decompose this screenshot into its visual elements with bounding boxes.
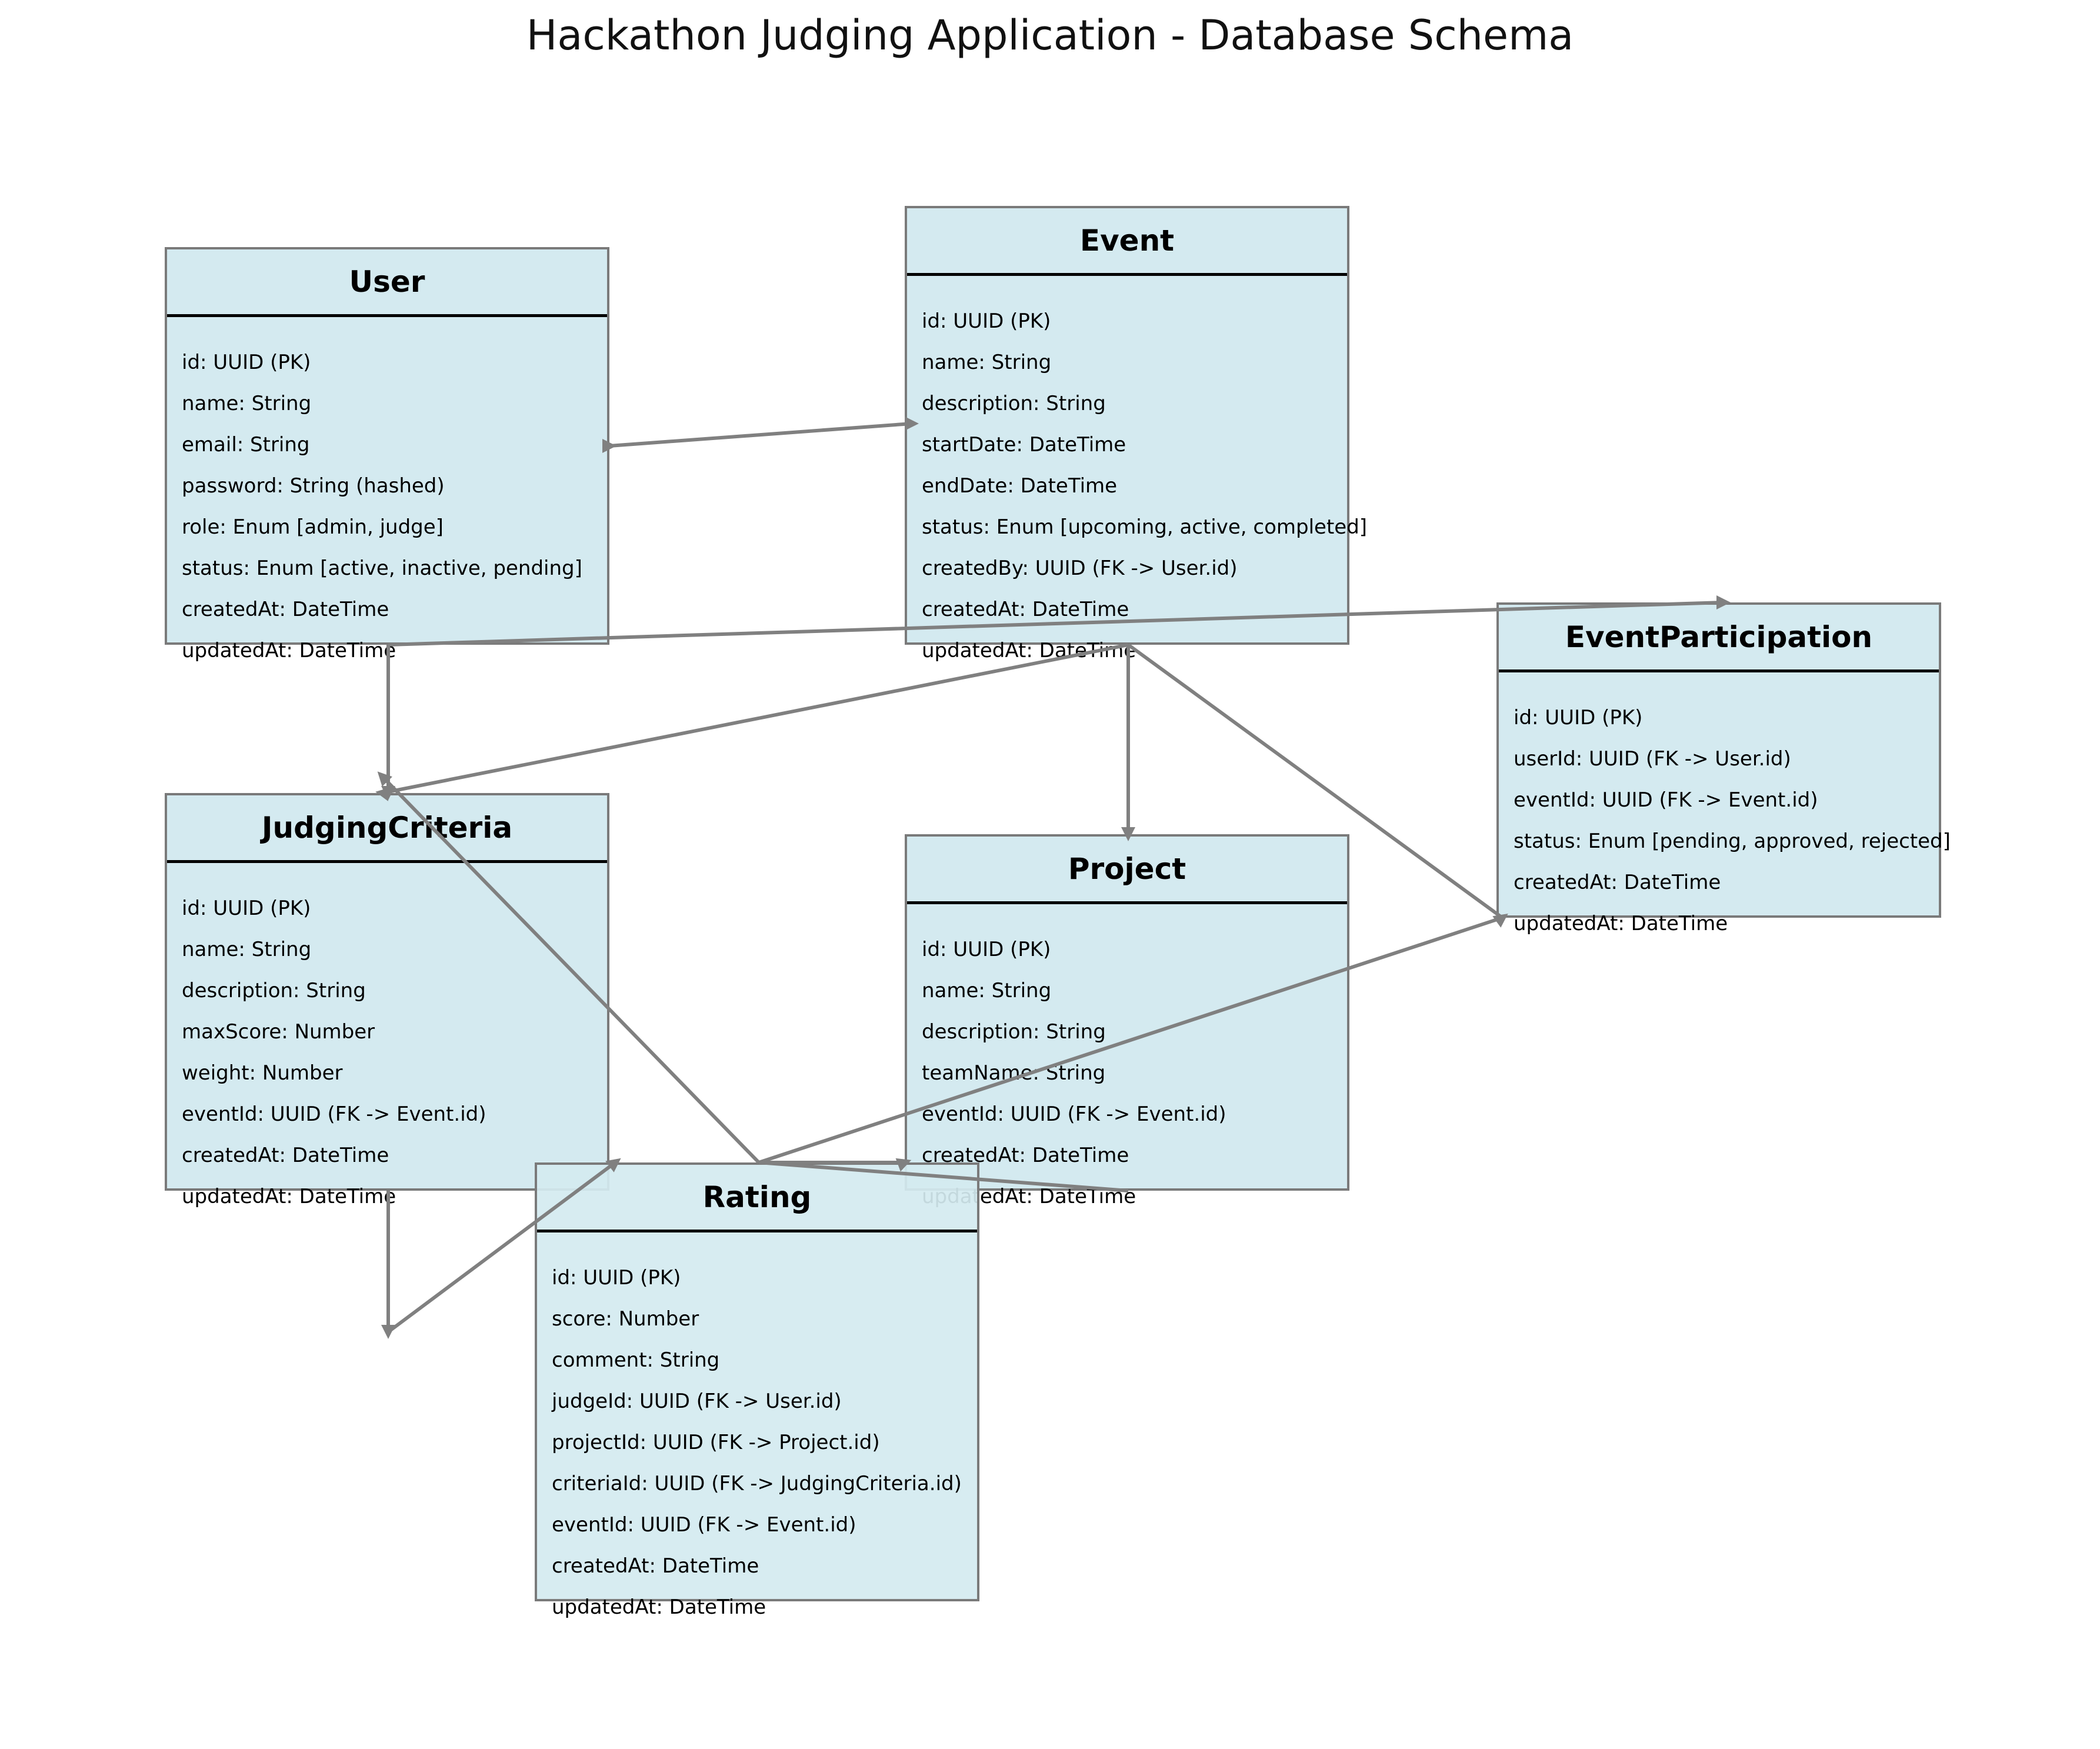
entity-field: id: UUID (PK) [922, 309, 1051, 333]
entity-field: createdAt: DateTime [1514, 871, 1721, 894]
relationship-line [387, 1161, 616, 1334]
entity-field: role: Enum [admin, judge] [182, 515, 444, 539]
entity-field: createdBy: UUID (FK -> User.id) [922, 557, 1238, 580]
entity-title: User [167, 249, 607, 317]
entity-field: comment: String [552, 1348, 720, 1372]
entity-field: startDate: DateTime [922, 433, 1126, 457]
entity-title: Event [907, 208, 1347, 276]
entity-field: email: String [182, 433, 310, 457]
entity-rating: Rating id: UUID (PK) score: Number comment… [535, 1162, 979, 1619]
entity-field: projectId: UUID (FK -> Project.id) [552, 1431, 880, 1454]
entity-field: status: Enum [pending, approved, rejecte… [1514, 829, 1951, 853]
arrowhead [905, 417, 919, 431]
arrowhead [605, 1158, 621, 1172]
diagram-title: Hackathon Judging Application - Database… [526, 11, 1574, 59]
field-list: id: UUID (PK) userId: UUID (FK -> User.id… [1499, 672, 1951, 944]
entity-field: weight: Number [182, 1061, 343, 1085]
entity-event-participation: EventParticipation id: UUID (PK) userId: … [1496, 602, 1951, 935]
relationship-line [388, 601, 1724, 647]
entity-field: score: Number [552, 1307, 699, 1331]
entity-title: JudgingCriteria [167, 795, 607, 863]
entity-field: status: Enum [upcoming, active, complete… [922, 515, 1368, 539]
entity-field: createdAt: DateTime [182, 598, 389, 621]
entity-field: eventId: UUID (FK -> Event.id) [552, 1513, 856, 1537]
relationship-line [382, 643, 1129, 795]
entity-project: Project id: UUID (PK) name: String descrip… [905, 834, 1349, 1208]
entity-field: teamName: String [922, 1061, 1106, 1085]
entity-field: id: UUID (PK) [182, 897, 311, 920]
relationship-line [1127, 643, 1504, 920]
arrowhead [377, 771, 392, 787]
entity-user: User id: UUID (PK) name: String email: Str… [165, 247, 609, 662]
entity-field: id: UUID (PK) [552, 1266, 681, 1290]
entity-field: eventId: UUID (FK -> Event.id) [922, 1102, 1226, 1126]
entity-judging-criteria: JudgingCriteria id: UUID (PK) name: Strin… [165, 793, 609, 1208]
entity-field: password: String (hashed) [182, 474, 445, 498]
entity-field: name: String [182, 938, 312, 961]
entity-field: eventId: UUID (FK -> Event.id) [1514, 788, 1818, 812]
entity-field: createdAt: DateTime [182, 1144, 389, 1167]
entity-field: updatedAt: DateTime [1514, 912, 1728, 935]
field-list: id: UUID (PK) name: String description: St… [167, 863, 607, 1217]
relationship-line [609, 422, 912, 448]
entity-field: description: String [922, 392, 1106, 415]
entity-field: endDate: DateTime [922, 474, 1118, 498]
field-list: id: UUID (PK) name: String description: St… [907, 276, 1368, 671]
entity-field: userId: UUID (FK -> User.id) [1514, 747, 1791, 771]
entity-title: Rating [537, 1165, 977, 1232]
entity-field: name: String [922, 979, 1052, 1002]
entity-field: updatedAt: DateTime [182, 639, 396, 662]
entity-field: updatedAt: DateTime [552, 1595, 766, 1619]
entity-field: criteriaId: UUID (FK -> JudgingCriteria.… [552, 1472, 962, 1495]
field-list: id: UUID (PK) name: String email: String pa… [167, 317, 607, 671]
relationship-line [381, 775, 761, 1164]
entity-field: name: String [182, 392, 312, 415]
entity-field: id: UUID (PK) [922, 938, 1051, 961]
entity-title: Project [907, 837, 1347, 904]
entity-field: status: Enum [active, inactive, pending] [182, 557, 582, 580]
field-list: id: UUID (PK) score: Number comment: Strin… [537, 1232, 977, 1628]
arrowhead [375, 787, 391, 801]
entity-field: updatedAt: DateTime [182, 1185, 396, 1208]
entity-field: description: String [922, 1020, 1106, 1044]
entity-field: createdAt: DateTime [552, 1554, 759, 1578]
entity-title: EventParticipation [1499, 605, 1939, 672]
entity-field: name: String [922, 351, 1052, 374]
arrowhead [895, 1158, 912, 1172]
entity-field: description: String [182, 979, 366, 1002]
arrowhead [1716, 595, 1731, 609]
arrowhead [1121, 827, 1135, 841]
arrowhead [602, 439, 616, 453]
entity-field: judgeId: UUID (FK -> User.id) [552, 1390, 842, 1413]
entity-field: maxScore: Number [182, 1020, 375, 1044]
arrowhead [1492, 913, 1508, 928]
entity-field: id: UUID (PK) [182, 351, 311, 374]
relationship-line [758, 1161, 1129, 1192]
arrowhead [381, 1325, 395, 1339]
entity-field: eventId: UUID (FK -> Event.id) [182, 1102, 486, 1126]
entity-field: id: UUID (PK) [1514, 706, 1643, 729]
entity-field: createdAt: DateTime [922, 598, 1129, 621]
relationship-line [758, 916, 1503, 1164]
